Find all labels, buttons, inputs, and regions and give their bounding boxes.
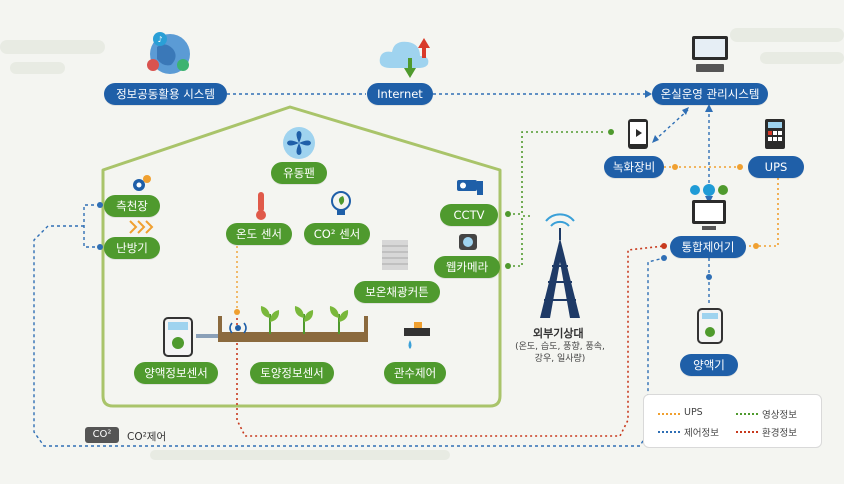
irrigation-label: 관수제어 bbox=[384, 362, 446, 384]
temp-sensor-label: 온도 센서 bbox=[226, 223, 292, 245]
seedling-icon-1 bbox=[258, 304, 282, 334]
gear-icon bbox=[130, 174, 152, 194]
webcam-label: 웹카메라 bbox=[434, 256, 500, 278]
legend: UPS 영상정보 제어정보 환경정보 bbox=[643, 394, 822, 448]
soil-sensor-label: 토양정보센서 bbox=[250, 362, 334, 384]
internet-label: Internet bbox=[367, 83, 433, 105]
fan-label: 유동팬 bbox=[271, 162, 327, 184]
line-mgmt-recorder bbox=[654, 109, 689, 141]
tablet-icon bbox=[627, 118, 649, 150]
soil-tray bbox=[218, 332, 368, 342]
weather-station-label: 외부기상대 bbox=[533, 327, 584, 340]
seedling-icon-2 bbox=[292, 304, 316, 334]
legend-swatch bbox=[658, 413, 680, 415]
seedling-icon-3 bbox=[327, 304, 351, 334]
heat-waves-icon bbox=[128, 219, 154, 235]
nutrient-machine-icon bbox=[697, 308, 723, 344]
ups-label: UPS bbox=[748, 156, 804, 178]
co2-control-label: CO²제어 bbox=[127, 431, 167, 443]
info-system-label: 정보공동활용 시스템 bbox=[104, 83, 227, 105]
line-environment bbox=[236, 245, 665, 437]
co2-sensor-label: CO² 센서 bbox=[304, 223, 370, 245]
thermometer-icon bbox=[254, 191, 268, 221]
thermal-curtain-label: 보온채광커튼 bbox=[354, 281, 440, 303]
line-control-loop bbox=[83, 204, 100, 248]
controller-monitor-icon bbox=[686, 184, 732, 234]
line-ups-controller bbox=[742, 178, 779, 247]
bulb-leaf-icon bbox=[330, 190, 352, 220]
legend-swatch bbox=[736, 431, 758, 433]
line-webcam-weather bbox=[508, 215, 530, 267]
greenhouse-outline bbox=[101, 105, 502, 408]
nutrient-sensor-label: 양액정보센서 bbox=[134, 362, 218, 384]
curtain-icon bbox=[382, 240, 408, 270]
line-control-return bbox=[33, 225, 665, 447]
recorder-label: 녹화장비 bbox=[604, 156, 664, 178]
cloud-icon bbox=[376, 34, 440, 80]
cctv-icon bbox=[455, 177, 485, 197]
nutrient-device-icon bbox=[163, 317, 193, 357]
legend-swatch bbox=[658, 431, 680, 433]
heater-label: 난방기 bbox=[104, 237, 160, 259]
cctv-label: CCTV bbox=[440, 204, 498, 226]
weather-items-line1: (온도, 습도, 풍향, 풍속, bbox=[515, 342, 605, 352]
webcam-icon bbox=[458, 232, 478, 252]
monitor-icon bbox=[690, 34, 730, 76]
controller-label: 통합제어기 bbox=[670, 236, 746, 258]
nutrient-machine-label: 양액기 bbox=[680, 354, 738, 376]
signal-icon bbox=[226, 320, 250, 336]
globe-icon: ♪ bbox=[143, 27, 193, 77]
co2-tag: CO² bbox=[85, 427, 119, 443]
weather-tower-icon bbox=[540, 213, 580, 318]
calculator-icon bbox=[764, 118, 786, 150]
greenhouse-mgmt-label: 온실운영 관리시스템 bbox=[652, 83, 768, 105]
fan-icon bbox=[282, 126, 316, 160]
svg-text:♪: ♪ bbox=[157, 35, 162, 44]
skylight-label: 측천장 bbox=[104, 195, 160, 217]
valve-icon bbox=[402, 322, 432, 352]
weather-items-line2: 강우, 일사량) bbox=[534, 354, 586, 364]
legend-swatch bbox=[736, 413, 758, 415]
line-cctv-recorder bbox=[508, 131, 606, 215]
